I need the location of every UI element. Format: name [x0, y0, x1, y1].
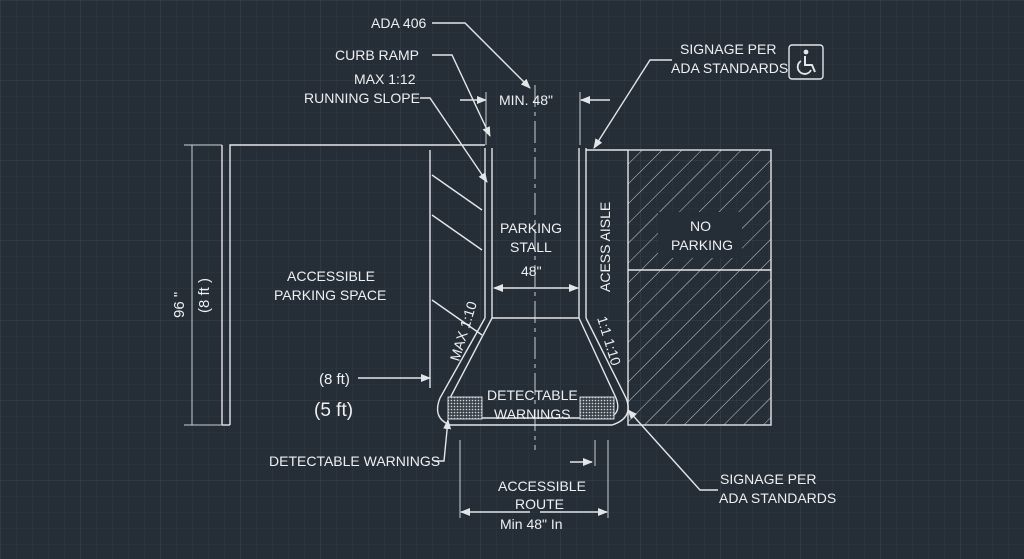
- label-signage-bottom-line2: ADA STANDARDS: [719, 490, 836, 506]
- label-detectable-warnings-line2: WARNINGS: [494, 406, 570, 422]
- leader-lines: [420, 22, 718, 491]
- label-dim-8ft: (8 ft): [319, 371, 350, 388]
- label-detectable-warnings-callout: DETECTABLE WARNINGS: [269, 453, 440, 469]
- label-parking-stall-line1: PARKING: [500, 220, 562, 236]
- parking-stall: [484, 85, 628, 450]
- label-parking-stall-line2: STALL: [510, 239, 552, 255]
- detectable-warning-pad-right: [579, 396, 615, 420]
- label-no-parking-line1: NO: [690, 218, 711, 234]
- label-accessible-space-line1: ACCESSIBLE: [287, 268, 375, 284]
- label-curb-ramp: CURB RAMP: [335, 47, 419, 63]
- label-dim-96: 96 ": [171, 292, 188, 318]
- label-signage-bottom-line1: SIGNAGE PER: [720, 471, 816, 487]
- label-signage-top-line2: ADA STANDARDS: [671, 60, 788, 76]
- label-max-slope-line2: RUNNING SLOPE: [304, 90, 420, 106]
- no-parking-zone: [627, 149, 772, 426]
- wheelchair-icon: [788, 44, 824, 80]
- label-ada-406: ADA 406: [371, 15, 426, 31]
- accessible-parking-space: [221, 144, 485, 426]
- label-acess-aisle: ACESS AISLE: [597, 202, 613, 292]
- label-accessible-space-line2: PARKING SPACE: [274, 287, 386, 303]
- label-no-parking-line2: PARKING: [671, 237, 733, 253]
- label-accessible-route-line1: ACCESSIBLE: [498, 478, 586, 494]
- label-stall-48: 48": [521, 263, 542, 279]
- label-accessible-route-line2: ROUTE: [515, 496, 564, 512]
- label-dim-8ft-vertical: (8 ft ): [196, 278, 213, 313]
- label-min-48-in: Min 48" In: [500, 516, 563, 532]
- detectable-warning-pad-left: [447, 396, 483, 420]
- label-max-slope-line1: MAX 1:12: [354, 71, 416, 87]
- label-min-48: MIN. 48": [499, 92, 553, 108]
- label-signage-top-line1: SIGNAGE PER: [680, 41, 776, 57]
- label-detectable-warnings-line1: DETECTABLE: [487, 387, 578, 403]
- label-dim-5ft: (5 ft): [314, 400, 353, 421]
